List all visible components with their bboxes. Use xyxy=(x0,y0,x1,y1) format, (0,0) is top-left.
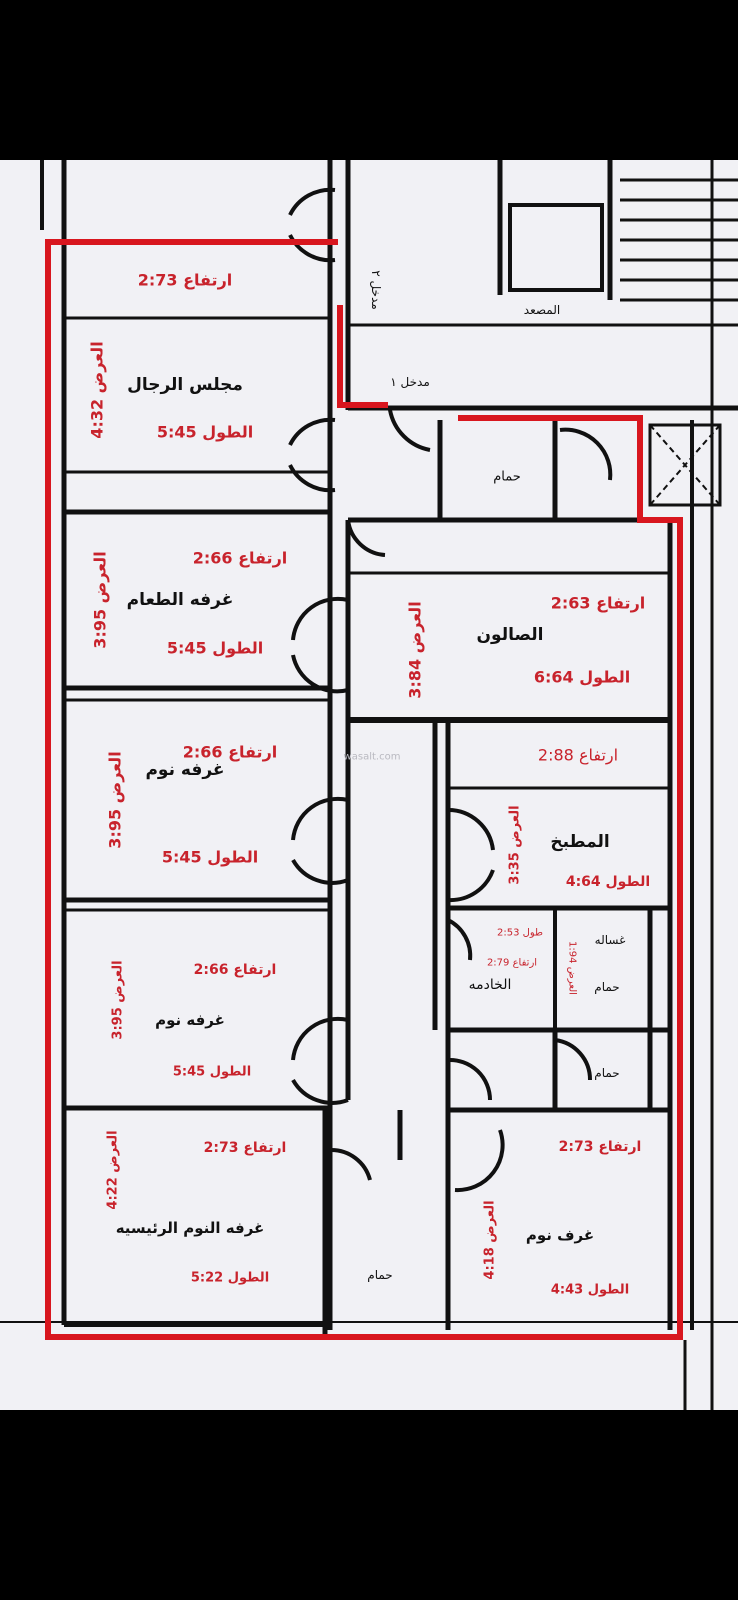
kitchen-name: المطبخ xyxy=(550,832,610,852)
kitchen-width: العرض 3:35 xyxy=(507,805,523,885)
bedroom1-length: الطول 5:45 xyxy=(161,847,259,867)
majlis-width: العرض 4:32 xyxy=(87,341,107,439)
bath-top-label: حمام xyxy=(493,469,521,485)
kitchen-height: ارتفاع 2:88 xyxy=(537,745,619,765)
watermark: wasalt.com xyxy=(343,751,401,763)
maid-name: الخادمه xyxy=(468,977,512,993)
elevator-label: المصعد xyxy=(523,303,561,317)
dining-length: الطول 5:45 xyxy=(166,638,264,658)
bedroom2-height: ارتفاع 2:66 xyxy=(193,962,277,978)
entrance-1-label: مدخل ١ xyxy=(390,375,430,389)
dining-width: العرض 3:95 xyxy=(90,551,110,649)
bath-mid-label: حمام xyxy=(594,1066,620,1080)
laundry-label: غساله xyxy=(594,933,626,947)
dining-height: ارتفاع 2:66 xyxy=(192,548,288,568)
bedroom3-height: ارتفاع 2:73 xyxy=(558,1139,642,1155)
maid-height: ارتفاع 2:79 xyxy=(486,957,538,969)
bath-master-label: حمام xyxy=(367,1268,393,1282)
salon-width: العرض 3:84 xyxy=(405,601,425,699)
floor-plan: مدخل ٢ مدخل ١ المصعد حمام wasalt.com ارت… xyxy=(0,160,738,1410)
salon-length: الطول 6:64 xyxy=(533,667,631,687)
bedroom2-length: الطول 5:45 xyxy=(172,1064,252,1080)
master-height: ارتفاع 2:73 xyxy=(203,1140,287,1156)
bedroom1-height: ارتفاع 2:66 xyxy=(182,742,278,762)
majlis-length: الطول 5:45 xyxy=(156,422,254,442)
maid-bath-label: حمام xyxy=(594,980,620,994)
entrance-2-label: مدخل ٢ xyxy=(369,270,383,310)
bedroom1-width: العرض 3:95 xyxy=(105,751,125,849)
maid-width: العرض 1:94 xyxy=(566,941,578,995)
bedroom1-name: غرفه نوم xyxy=(145,760,225,780)
salon-name: الصالون xyxy=(476,625,544,645)
kitchen-length: الطول 4:64 xyxy=(565,874,651,890)
master-width: العرض 4:22 xyxy=(105,1130,121,1210)
bedroom3-name: غرف نوم xyxy=(525,1226,595,1244)
bedroom2-name: غرفه نوم xyxy=(155,1011,225,1029)
salon-height: ارتفاع 2:63 xyxy=(550,593,646,613)
floor-plan-drawing xyxy=(0,160,738,1410)
dining-name: غرفه الطعام xyxy=(126,590,234,610)
walls xyxy=(0,160,738,1410)
master-name: غرفه النوم الرئيسيه xyxy=(115,1219,265,1237)
master-length: الطول 5:22 xyxy=(190,1270,270,1286)
bedroom3-length: الطول 4:43 xyxy=(550,1282,630,1298)
maid-length: طول 2:53 xyxy=(496,927,544,939)
apartment-outline xyxy=(45,239,683,1340)
bedroom2-width: العرض 3:95 xyxy=(110,960,126,1040)
bedroom3-width: العرض 4:18 xyxy=(482,1200,498,1280)
majlis-height: ارتفاع 2:73 xyxy=(137,270,233,290)
majlis-name: مجلس الرجال xyxy=(127,375,243,395)
